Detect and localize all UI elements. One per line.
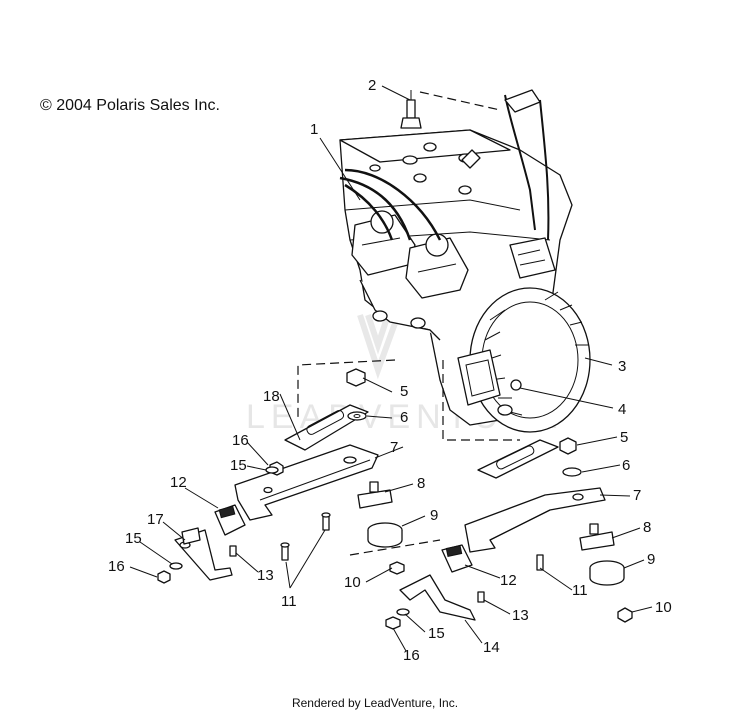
callout-16: 16 bbox=[232, 432, 249, 449]
callout-13-right: 13 bbox=[512, 607, 529, 624]
callout-10: 10 bbox=[344, 574, 361, 591]
engine-assembly bbox=[339, 89, 591, 433]
callout-7: 7 bbox=[390, 439, 398, 456]
leader-lines bbox=[129, 85, 653, 652]
callout-4: 4 bbox=[618, 401, 626, 418]
callout-5-right: 5 bbox=[620, 429, 628, 446]
copyright-text: © 2004 Polaris Sales Inc. bbox=[40, 97, 220, 114]
callout-15-lower: 15 bbox=[428, 625, 445, 642]
callout-14: 14 bbox=[483, 639, 500, 656]
callout-16-left: 16 bbox=[108, 558, 125, 575]
callout-8: 8 bbox=[417, 475, 425, 492]
callout-numbers: 1 2 3 4 5 6 7 8 9 10 11 12 13 14 15 16 1… bbox=[108, 77, 672, 664]
callout-7-right: 7 bbox=[633, 487, 641, 504]
assembly-lines bbox=[297, 91, 520, 556]
callout-9-right: 9 bbox=[647, 551, 655, 568]
callout-11: 11 bbox=[281, 593, 297, 610]
callout-12-right: 12 bbox=[500, 572, 517, 589]
callout-15-left: 15 bbox=[125, 530, 142, 547]
callout-6-right: 6 bbox=[622, 457, 630, 474]
right-mount-group bbox=[385, 437, 633, 630]
callout-15: 15 bbox=[230, 457, 247, 474]
callout-12: 12 bbox=[170, 474, 187, 491]
callout-1: 1 bbox=[310, 121, 318, 138]
callout-16-lower: 16 bbox=[403, 647, 420, 664]
callout-9: 9 bbox=[430, 507, 438, 524]
callout-18: 18 bbox=[263, 388, 280, 405]
callout-8-right: 8 bbox=[643, 519, 651, 536]
footer-rendered-by: Rendered by LeadVenture, Inc. bbox=[291, 696, 459, 710]
callout-2: 2 bbox=[368, 77, 376, 94]
callout-3: 3 bbox=[618, 358, 626, 375]
callout-6: 6 bbox=[400, 409, 408, 426]
callout-5: 5 bbox=[400, 383, 408, 400]
callout-17: 17 bbox=[147, 511, 164, 528]
callout-13: 13 bbox=[257, 567, 274, 584]
callout-11-right: 11 bbox=[572, 582, 588, 599]
left-mount-group bbox=[157, 368, 403, 584]
callout-10-right: 10 bbox=[655, 599, 672, 616]
